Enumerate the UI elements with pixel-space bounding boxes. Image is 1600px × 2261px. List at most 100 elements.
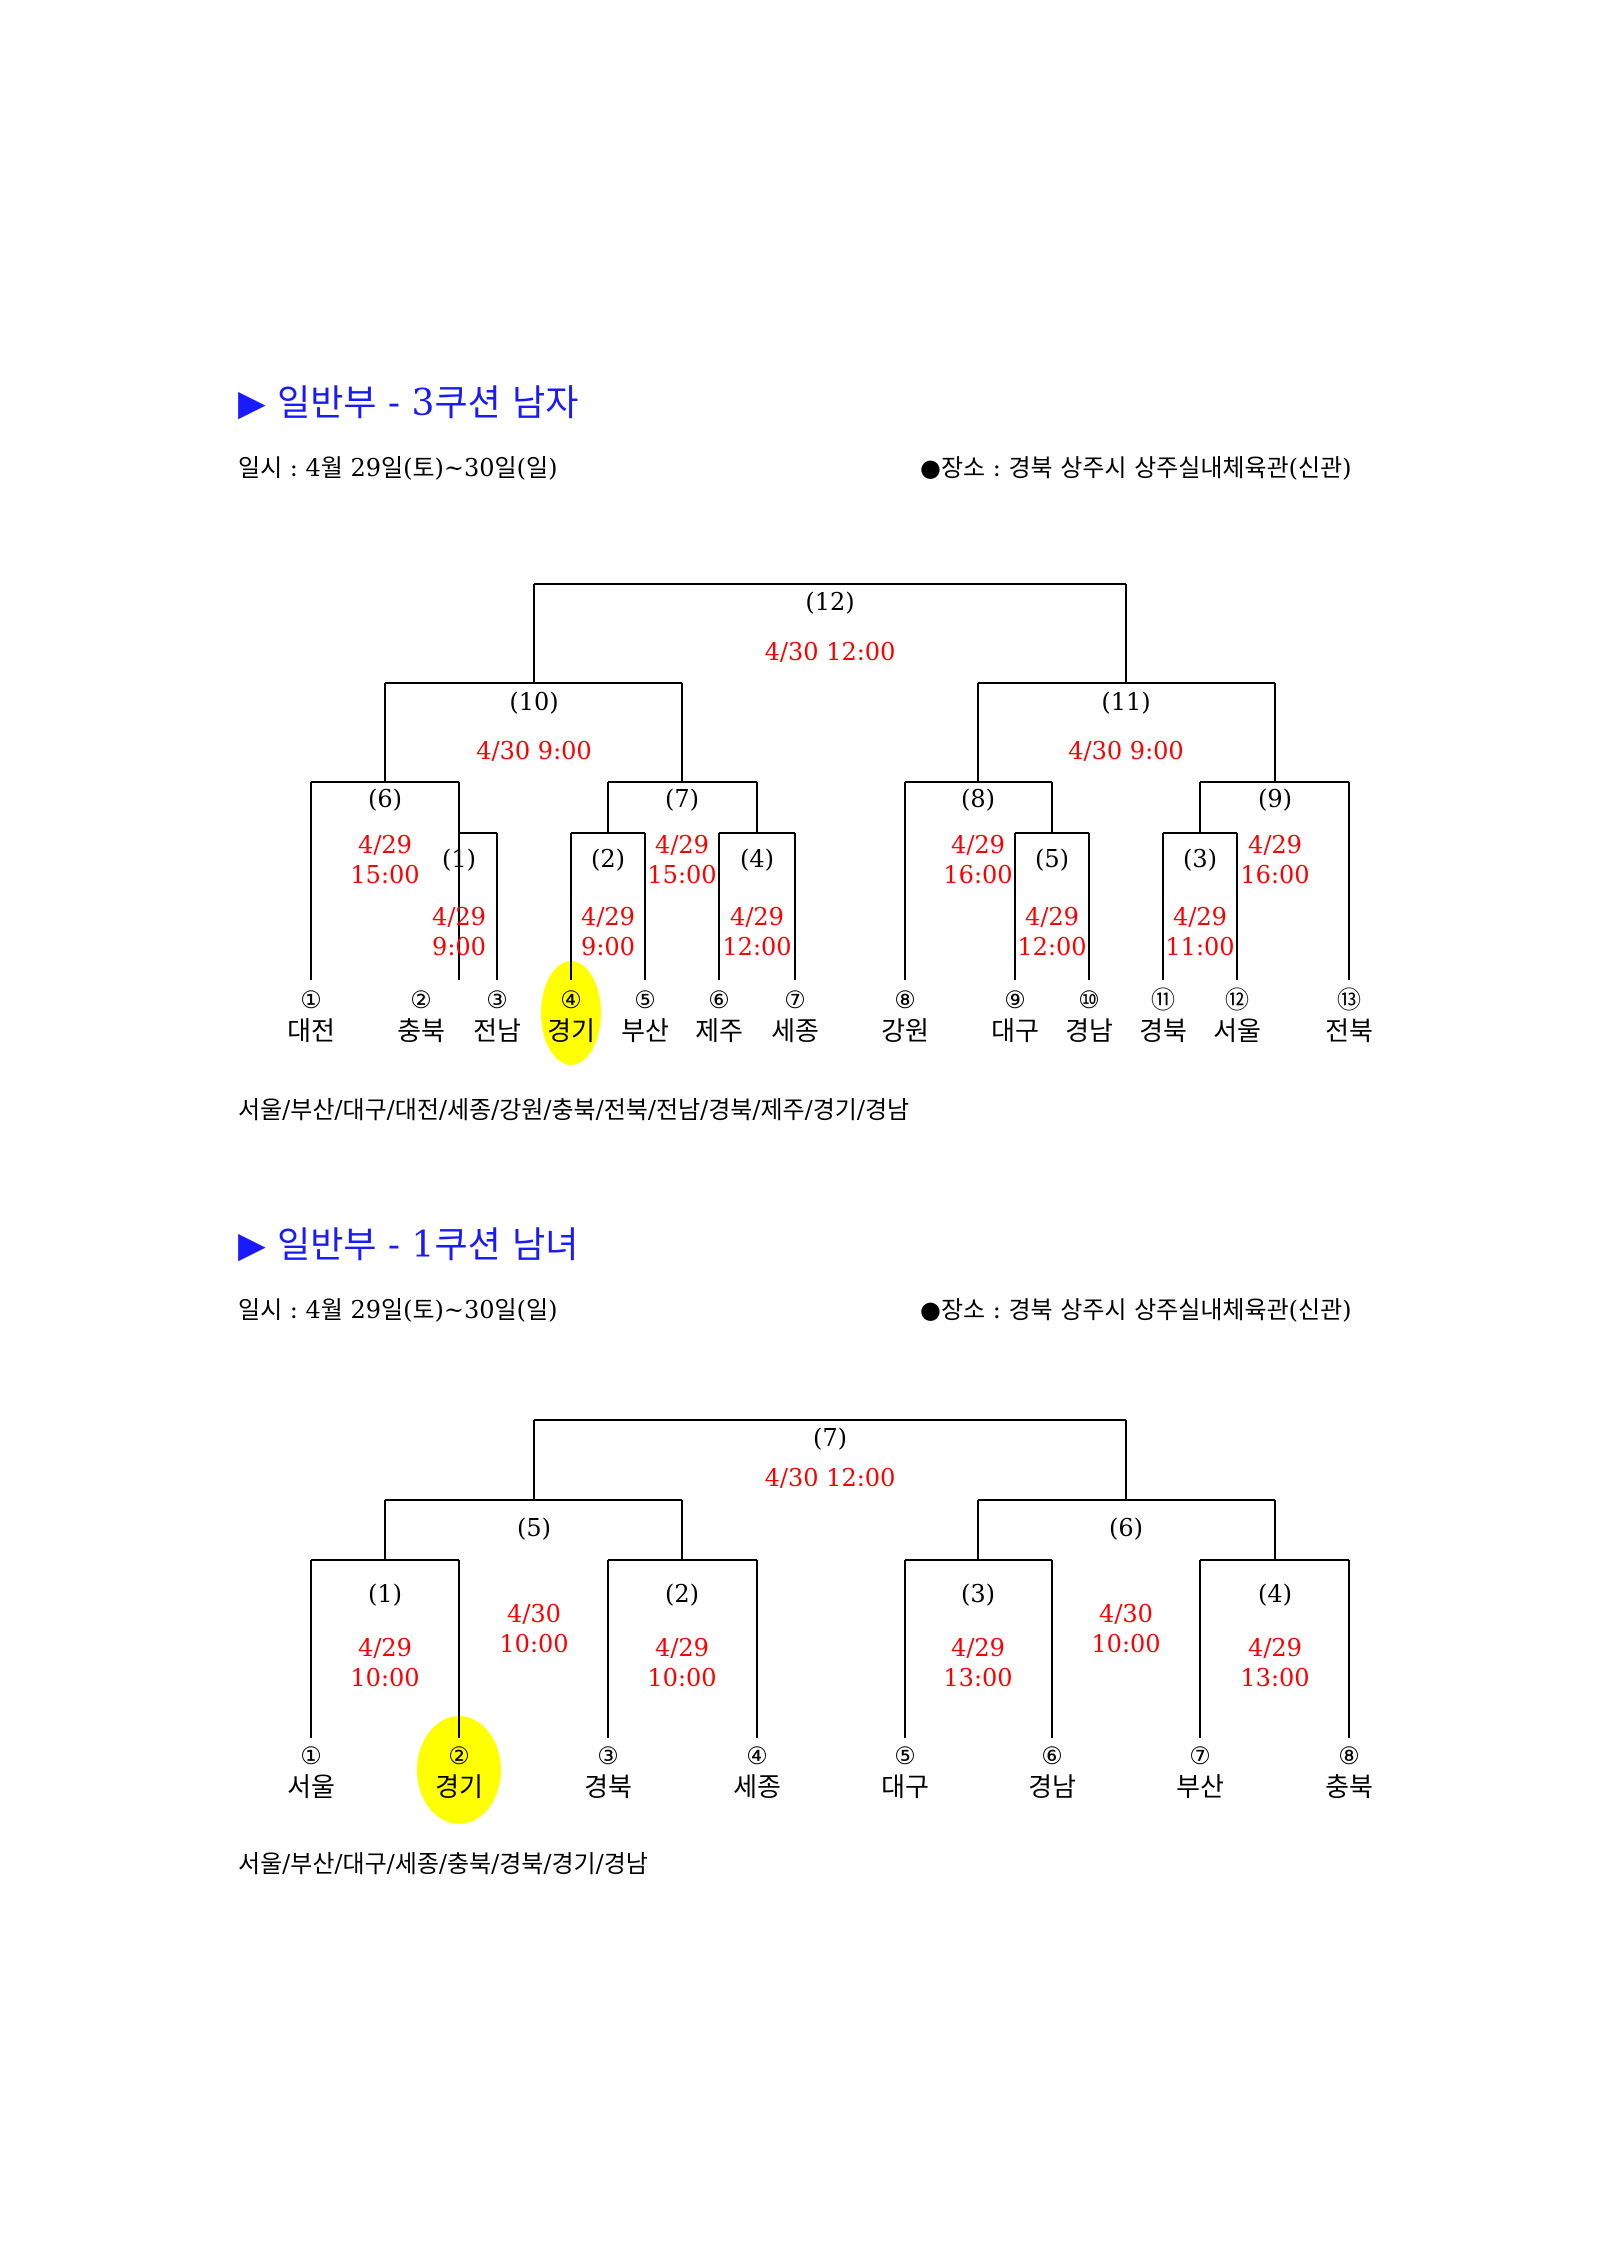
team-seed: ③ [486,986,508,1014]
team-name: 대전 [287,1017,335,1047]
match-label: (7) [813,1424,847,1452]
match-time: 16:00 [943,861,1012,889]
match-time: 4/29 [1025,903,1079,931]
match-label: (11) [1101,688,1150,716]
match-label: (1) [442,845,476,873]
team-seed: ⑦ [1189,1742,1211,1770]
match-label: (2) [665,1580,699,1608]
match-time: 4/29 [951,1634,1005,1662]
team-seed: ③ [597,1742,619,1770]
match-time: 9:00 [581,933,635,961]
event-venue: ●장소 : 경북 상주시 상주실내체육관(신관) [920,1296,1352,1324]
match-label: (8) [961,785,995,813]
match-label: (3) [1183,845,1217,873]
match-time: 4/29 [432,903,486,931]
team-seed: ② [448,1742,470,1770]
team-name: 부산 [621,1017,669,1047]
team-seed: ① [300,986,322,1014]
match-label: (4) [1258,1580,1292,1608]
match-time: 10:00 [350,1664,419,1692]
team-seed: ⑫ [1225,986,1249,1014]
team-name: 경북 [584,1773,632,1803]
match-label: (1) [368,1580,402,1608]
match-time: 13:00 [1240,1664,1309,1692]
match-time: 4/29 [581,903,635,931]
team-name: 서울 [1213,1017,1261,1047]
match-time: 15:00 [350,861,419,889]
team-seed: ⑪ [1151,986,1175,1014]
match-label: (10) [509,688,558,716]
team-name: 전북 [1325,1017,1373,1047]
match-time: 4/29 [358,1634,412,1662]
match-time: 13:00 [943,1664,1012,1692]
bracket-3-cushion-men: (1)4/299:00(2)4/299:00(3)4/2911:00(4)4/2… [287,583,1373,1065]
team-seed: ⑩ [1078,986,1100,1014]
participants-list: 서울/부산/대구/세종/충북/경북/경기/경남 [238,1850,648,1878]
team-name: 대구 [991,1017,1039,1047]
match-label: (5) [517,1514,551,1542]
match-label: (7) [665,785,699,813]
event-date: 일시 : 4월 29일(토)~30일(일) [238,454,558,482]
team-seed: ⑥ [708,986,730,1014]
team-seed: ① [300,1742,322,1770]
team-name: 세종 [733,1773,781,1803]
match-label: (5) [1035,845,1069,873]
match-label: (2) [591,845,625,873]
match-label: (6) [1109,1514,1143,1542]
match-label: (12) [805,588,854,616]
match-time: 4/29 [655,1634,709,1662]
match-time: 4/30 12:00 [765,1464,896,1492]
team-seed: ⑥ [1041,1742,1063,1770]
match-time: 4/30 [1099,1600,1153,1628]
team-name: 제주 [695,1017,743,1047]
match-time: 4/29 [1248,1634,1302,1662]
participants-list: 서울/부산/대구/대전/세종/강원/충북/전북/전남/경북/제주/경기/경남 [238,1096,910,1124]
team-name: 전남 [473,1017,521,1047]
team-name: 부산 [1176,1773,1224,1803]
section-title: ▶ 일반부 - 1쿠션 남녀 [238,1225,579,1266]
match-time: 11:00 [1165,933,1234,961]
match-time: 4/29 [1173,903,1227,931]
match-time: 4/29 [1248,831,1302,859]
match-time: 10:00 [499,1630,568,1658]
match-time: 4/29 [730,903,784,931]
match-time: 16:00 [1240,861,1309,889]
match-label: (4) [740,845,774,873]
event-venue: ●장소 : 경북 상주시 상주실내체육관(신관) [920,454,1352,482]
match-label: (9) [1258,785,1292,813]
match-time: 12:00 [1017,933,1086,961]
team-name: 경기 [435,1773,483,1803]
match-time: 4/30 9:00 [1068,737,1183,765]
match-time: 12:00 [722,933,791,961]
team-seed: ⑦ [784,986,806,1014]
match-time: 10:00 [1091,1630,1160,1658]
team-seed: ⑧ [894,986,916,1014]
team-seed: ⑧ [1338,1742,1360,1770]
team-seed: ② [410,986,432,1014]
match-time: 4/30 9:00 [476,737,591,765]
match-time: 4/30 [507,1600,561,1628]
event-date: 일시 : 4월 29일(토)~30일(일) [238,1296,558,1324]
match-time: 4/29 [951,831,1005,859]
team-highlight [417,1716,501,1824]
match-time: 4/29 [655,831,709,859]
team-name: 경북 [1139,1017,1187,1047]
match-label: (3) [961,1580,995,1608]
match-time: 15:00 [647,861,716,889]
team-seed: ④ [746,1742,768,1770]
team-seed: ⑬ [1337,986,1361,1014]
team-seed: ⑨ [1004,986,1026,1014]
team-seed: ④ [560,986,582,1014]
team-seed: ⑤ [894,1742,916,1770]
team-name: 서울 [287,1773,335,1803]
match-label: (6) [368,785,402,813]
team-name: 세종 [771,1017,819,1047]
team-name: 경남 [1028,1773,1076,1803]
team-highlight [541,961,601,1065]
bracket-1-cushion-mixed: (1)4/2910:00(2)4/2910:00(3)4/2913:00(4)4… [287,1419,1373,1824]
match-time: 10:00 [647,1664,716,1692]
team-name: 경남 [1065,1017,1113,1047]
team-name: 충북 [397,1017,445,1047]
match-time: 4/30 12:00 [765,638,896,666]
